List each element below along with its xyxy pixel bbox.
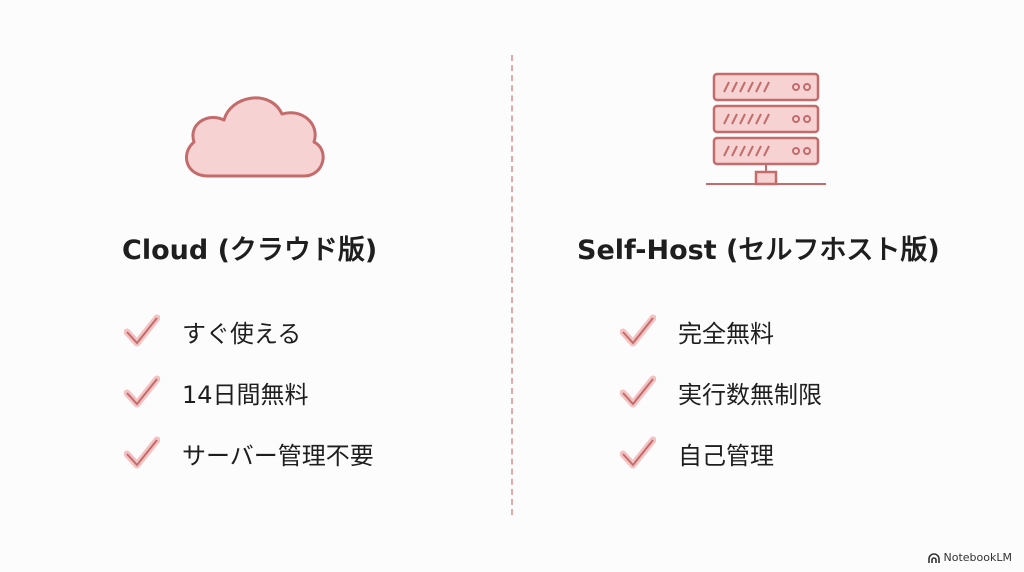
feature-text: 自己管理 [678, 441, 774, 470]
brand-label: NotebookLM [943, 551, 1012, 564]
feature-text: 14日間無料 [182, 380, 309, 409]
feature-text: 実行数無制限 [678, 380, 822, 409]
feature-text: 完全無料 [678, 319, 774, 348]
self-host-feature-list: 完全無料 実行数無制限 自己管理 [620, 312, 822, 472]
list-item: 完全無料 [620, 312, 822, 350]
list-item: 14日間無料 [124, 373, 374, 411]
cloud-title: Cloud (クラウド版) [122, 235, 378, 266]
check-icon [124, 314, 160, 347]
list-item: 実行数無制限 [620, 373, 822, 411]
dashed-divider [511, 55, 513, 515]
server-rack-icon [706, 70, 828, 196]
feature-text: サーバー管理不要 [182, 441, 374, 470]
check-icon [620, 375, 656, 408]
check-icon [620, 314, 656, 347]
check-icon [620, 436, 656, 469]
notebooklm-logo-icon [927, 552, 940, 563]
cloud-icon [178, 84, 330, 188]
notebooklm-watermark: NotebookLM [927, 551, 1012, 564]
feature-text: すぐ使える [182, 319, 302, 348]
cloud-feature-list: すぐ使える 14日間無料 サーバー管理不要 [124, 312, 374, 472]
list-item: 自己管理 [620, 434, 822, 472]
check-icon [124, 436, 160, 469]
check-icon [124, 375, 160, 408]
list-item: サーバー管理不要 [124, 434, 374, 472]
list-item: すぐ使える [124, 312, 374, 350]
self-host-title: Self-Host (セルフホスト版) [577, 235, 940, 266]
